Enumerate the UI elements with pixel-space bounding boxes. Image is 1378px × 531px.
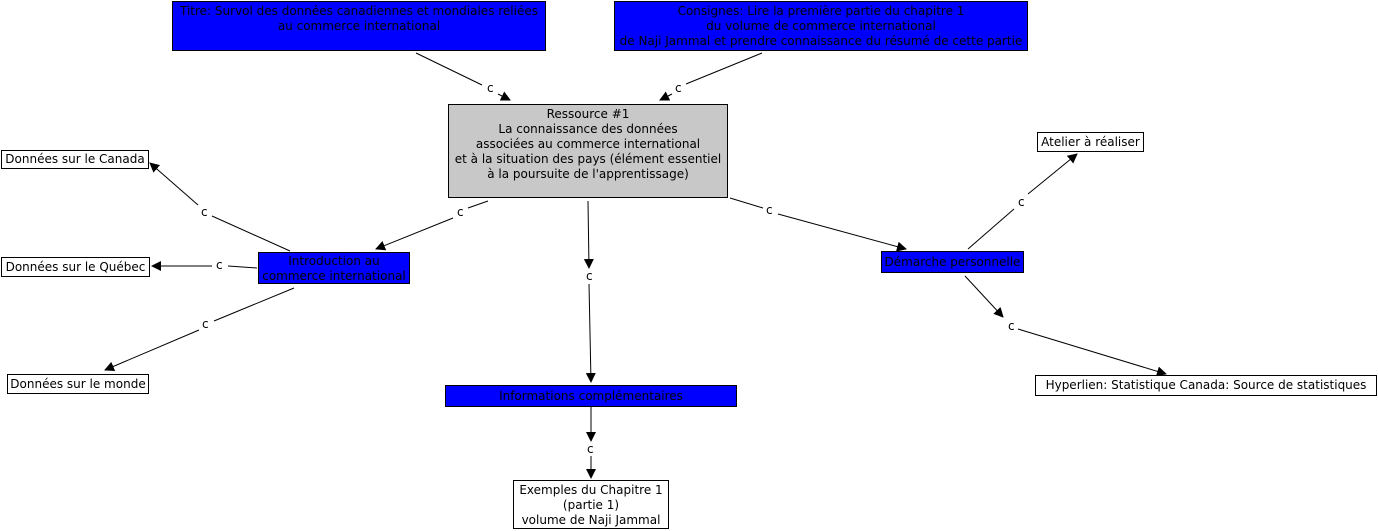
node-informations[interactable]: Informations complémentaires: [445, 385, 737, 407]
edge-label: c: [675, 81, 682, 95]
node-donnees-quebec[interactable]: Données sur le Québec: [1, 257, 150, 277]
node-ressource[interactable]: Ressource #1 La connaissance des données…: [448, 104, 728, 198]
node-donnees-monde[interactable]: Données sur le monde: [7, 374, 149, 394]
node-consignes[interactable]: Consignes: Lire la première partie du ch…: [614, 1, 1028, 51]
node-donnees-canada[interactable]: Données sur le Canada: [1, 150, 149, 169]
edge-label: c: [587, 442, 594, 456]
node-exemples[interactable]: Exemples du Chapitre 1 (partie 1) volume…: [513, 480, 669, 529]
edge-label: c: [202, 317, 209, 331]
edge-label: c: [1018, 195, 1025, 209]
edge-label: c: [766, 203, 773, 217]
node-titre[interactable]: Titre: Survol des données canadiennes et…: [172, 1, 546, 51]
edge-label: c: [1008, 319, 1015, 333]
edge-label: c: [586, 269, 593, 283]
node-introduction[interactable]: Introduction au commerce international: [258, 252, 410, 284]
node-hyperlien[interactable]: Hyperlien: Statistique Canada: Source de…: [1035, 375, 1377, 396]
edge-label: c: [201, 205, 208, 219]
edge-label: c: [216, 258, 223, 272]
edge-label: c: [487, 81, 494, 95]
node-atelier[interactable]: Atelier à réaliser: [1037, 132, 1144, 152]
edge-label: c: [457, 205, 464, 219]
node-demarche[interactable]: Démarche personnelle: [881, 251, 1024, 273]
